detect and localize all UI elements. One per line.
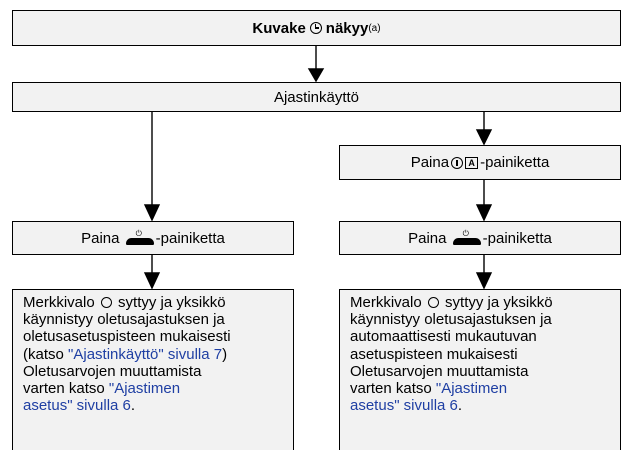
power-press-box-left: Paina ⏻ -painiketta [12, 221, 294, 255]
power-press-suffix-right: -painiketta [482, 229, 552, 247]
indicator-lamp-icon [100, 297, 112, 308]
link-timer-operation[interactable]: "Ajastinkäyttö" sivulla 7 [68, 345, 223, 363]
left-result-note: Merkkivalo syttyy ja yksikkö käynnistyy … [12, 289, 294, 450]
mode-press-suffix: -painiketta [480, 154, 550, 171]
footnote-marker: (a) [368, 22, 381, 34]
clock-icon [309, 22, 322, 34]
right-note-line7b: . [457, 397, 463, 415]
right-note-line5: Oletusarvojen muuttamista [350, 362, 529, 380]
power-press-prefix-left: Paina [81, 229, 120, 247]
right-note-line2: käynnistyy oletusajastuksen ja [350, 311, 552, 329]
left-note-line7b: . [130, 397, 136, 415]
left-note-line6a: varten katso [23, 380, 105, 398]
power-press-box-right: Paina ⏻ -painiketta [339, 221, 621, 255]
left-note-line1a: Merkkivalo [23, 294, 95, 311]
thermometer-auto-icons: A [451, 156, 479, 169]
link-timer-setting-cont[interactable]: asetus" sivulla 6 [23, 397, 131, 415]
left-note-line5: Oletusarvojen muuttamista [23, 362, 202, 380]
arrowhead-mode-to-right-press [475, 204, 493, 222]
timer-operation-label: Ajastinkäyttö [273, 88, 360, 106]
link-timer-setting[interactable]: "Ajastimen [435, 380, 508, 398]
left-note-line2: käynnistyy oletusajastuksen ja [23, 311, 225, 329]
left-note-line3: oletusasetuspisteen mukaisesti [23, 328, 231, 346]
thermometer-icon [451, 156, 464, 169]
left-note-line1b: syttyy ja yksikkö [118, 294, 226, 311]
right-note-line1a: Merkkivalo [350, 294, 422, 311]
power-button-icon: ⏻ [125, 230, 154, 245]
arrowhead-timer-to-left-press [143, 204, 161, 222]
status-box: Kuvake näkyy(a) [12, 10, 621, 46]
power-press-prefix-right: Paina [408, 229, 447, 247]
left-note-line4a: (katso [23, 345, 64, 363]
right-note-line6a: varten katso [350, 380, 432, 398]
mode-press-prefix: Paina [410, 154, 450, 171]
timer-operation-box: Ajastinkäyttö [12, 82, 621, 112]
arrowhead-right-press-to-note [475, 272, 493, 290]
right-result-note: Merkkivalo syttyy ja yksikkö käynnistyy … [339, 289, 621, 450]
right-note-line1b: syttyy ja yksikkö [445, 294, 553, 311]
auto-mode-icon: A [465, 156, 479, 169]
left-note-line4b: ) [222, 345, 228, 363]
power-button-icon: ⏻ [452, 230, 481, 245]
indicator-lamp-icon [427, 297, 439, 308]
status-suffix: näkyy [325, 19, 369, 37]
link-timer-setting-cont[interactable]: asetus" sivulla 6 [350, 397, 458, 415]
arrowhead-left-press-to-note [143, 272, 161, 290]
power-press-suffix-left: -painiketta [155, 229, 225, 247]
link-timer-setting[interactable]: "Ajastimen [108, 380, 181, 398]
arrowhead-top-to-timer [307, 68, 325, 83]
arrowhead-timer-to-mode-press [475, 129, 493, 146]
right-note-line3: automaattisesti mukautuvan [350, 328, 537, 346]
mode-press-box: Paina A -painiketta [339, 145, 621, 180]
right-note-line4: asetuspisteen mukaisesti [350, 345, 518, 363]
status-prefix: Kuvake [252, 19, 306, 37]
